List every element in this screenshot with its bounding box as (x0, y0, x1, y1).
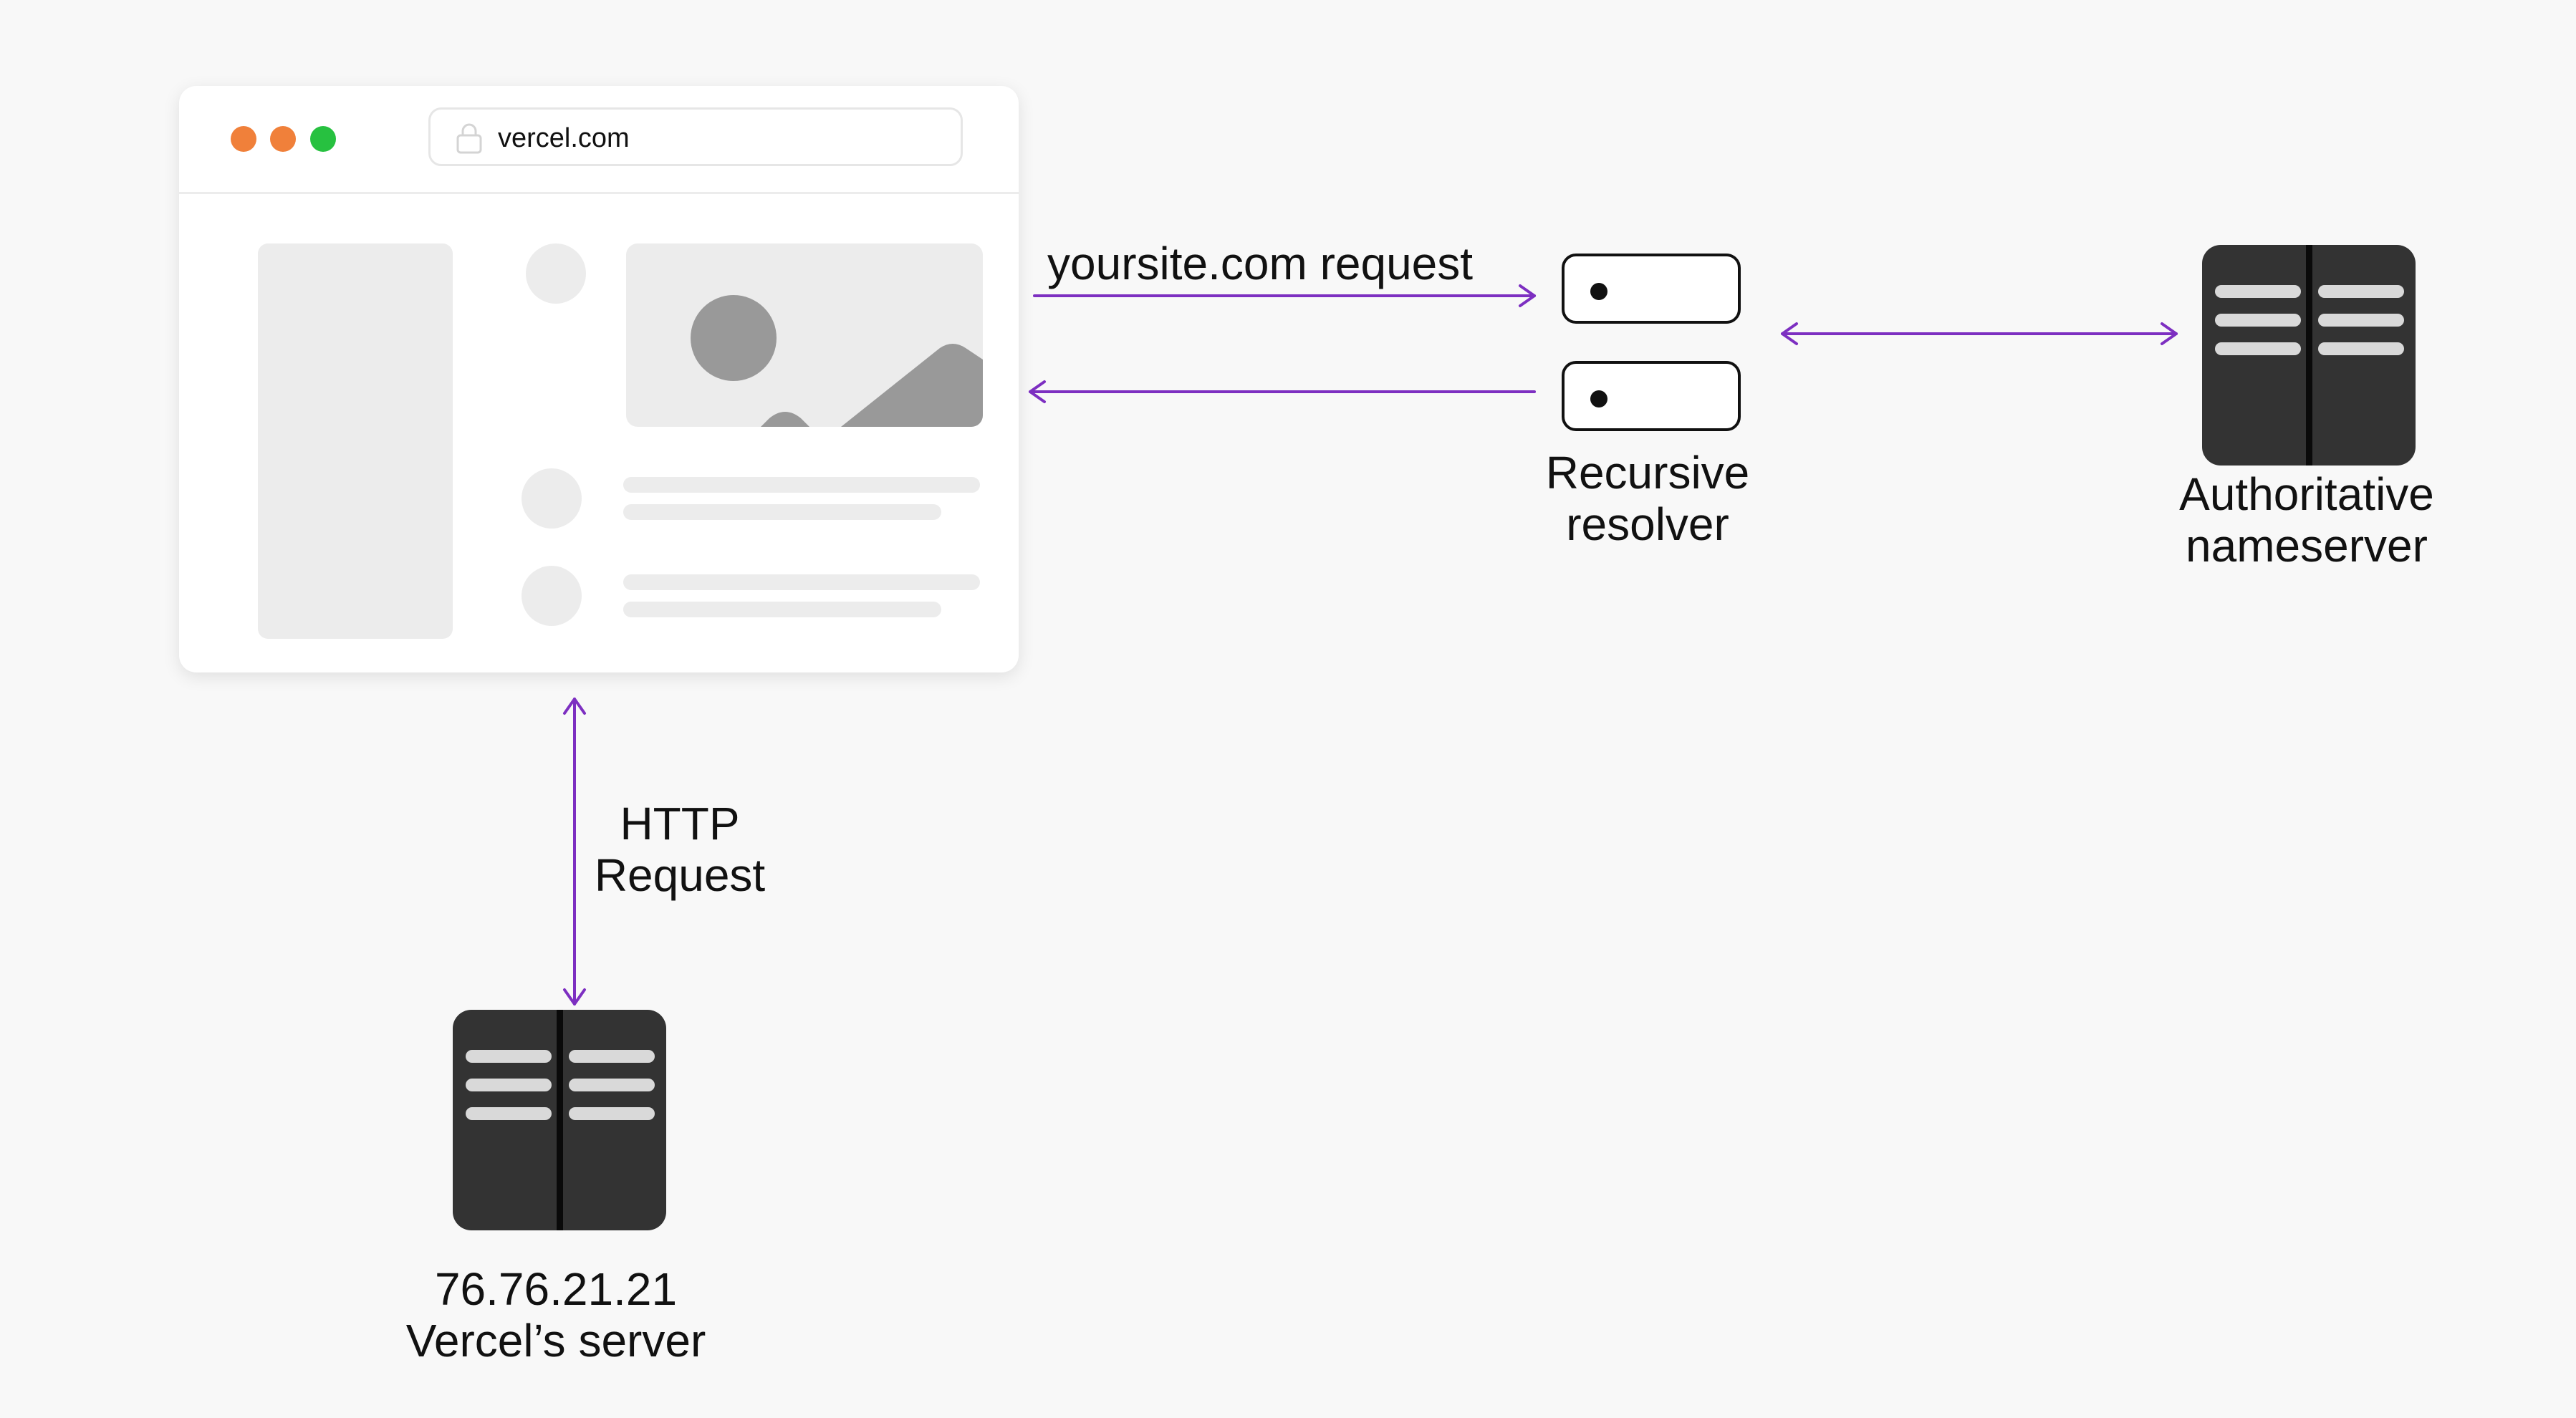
nameserver-label-line2: nameserver (2186, 520, 2428, 571)
http-label-line2: Request (594, 849, 766, 901)
request-label: yoursite.com request (1047, 238, 1474, 289)
close-dot-icon (231, 126, 256, 152)
response-arrow (1029, 380, 1536, 403)
http-label-line1: HTTP (620, 798, 740, 849)
list-avatar-2 (522, 566, 582, 626)
list-line-1b (623, 504, 941, 520)
lock-icon (456, 123, 482, 154)
address-text: vercel.com (498, 123, 630, 153)
nameserver-label-line1: Authoritative (2179, 468, 2434, 520)
browser-toolbar: vercel.com (179, 86, 1019, 194)
nameserver-label: Authoritative nameserver (2128, 468, 2486, 571)
vercel-server-name: Vercel’s server (405, 1315, 706, 1366)
browser-window: vercel.com (179, 86, 1019, 672)
avatar-placeholder (526, 243, 586, 304)
resolver-box-bottom (1562, 361, 1741, 431)
vercel-server-ip: 76.76.21.21 (434, 1263, 678, 1315)
resolver-label: Recursive resolver (1469, 447, 1827, 550)
list-line-2b (623, 602, 941, 617)
sidebar-placeholder (258, 243, 453, 639)
minimize-dot-icon (270, 126, 296, 152)
resolver-nameserver-arrow (1781, 322, 2178, 345)
request-arrow (1033, 284, 1536, 307)
image-placeholder-icon (691, 295, 983, 427)
maximize-dot-icon (310, 126, 336, 152)
resolver-label-line2: resolver (1566, 498, 1729, 550)
vercel-server-label: 76.76.21.21 Vercel’s server (341, 1263, 771, 1366)
image-placeholder (626, 243, 983, 427)
resolver-dot-icon (1590, 283, 1607, 300)
server-icon (453, 1010, 666, 1230)
list-line-1a (623, 477, 980, 493)
resolver-label-line1: Recursive (1545, 447, 1750, 498)
server-icon (2202, 245, 2416, 466)
address-bar[interactable]: vercel.com (428, 107, 963, 166)
list-line-2a (623, 574, 980, 590)
list-avatar-1 (522, 468, 582, 529)
resolver-box-top (1562, 254, 1741, 324)
resolver-dot-icon (1590, 390, 1607, 407)
http-label: HTTP Request (590, 798, 769, 901)
http-arrow (563, 698, 586, 1005)
